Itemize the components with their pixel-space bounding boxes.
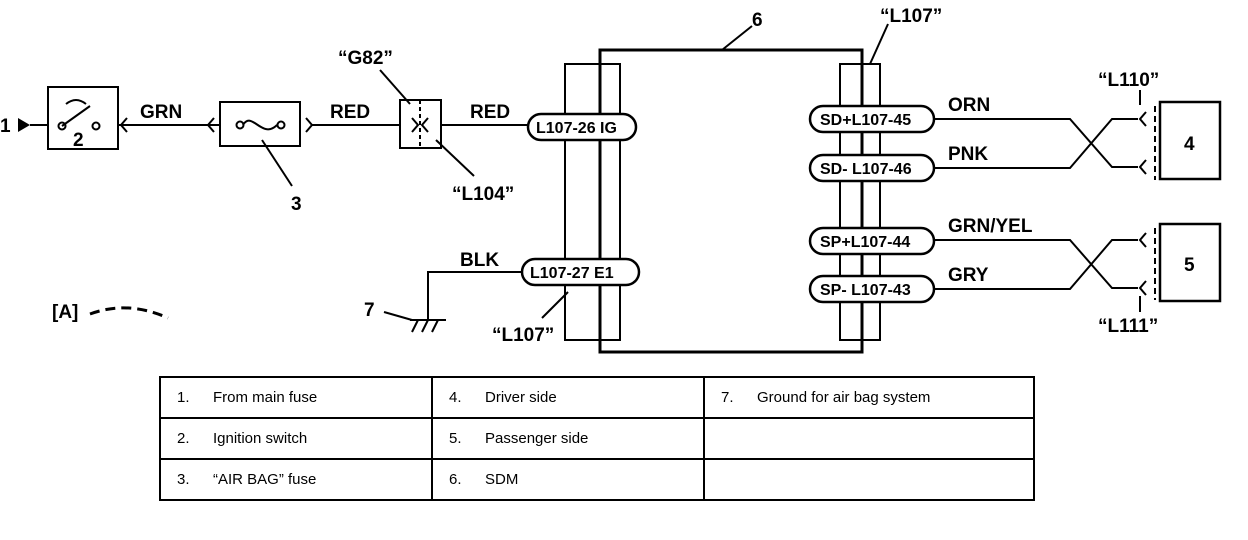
l111-chevron-bottom xyxy=(1138,280,1147,296)
legend-row: 3. “AIR BAG” fuse 6. SDM xyxy=(159,458,1035,501)
label-conn-l107-top: “L107” xyxy=(880,6,942,27)
airbag-fuse-box xyxy=(219,101,301,147)
wire-label-grn: GRN xyxy=(140,102,182,123)
switch-contact-right xyxy=(91,121,101,131)
wire-label-red-1: RED xyxy=(330,102,370,123)
legend-num: 3. xyxy=(177,471,190,488)
legend-cell: 4. Driver side xyxy=(431,376,705,419)
legend-row: 1. From main fuse 4. Driver side 7. Ground … xyxy=(159,376,1035,419)
legend-cell xyxy=(703,458,1035,501)
ignition-switch-box xyxy=(47,86,119,150)
pin-label-ig: L107-26 IG xyxy=(536,120,617,137)
wire-gry xyxy=(934,239,1138,290)
label-item-6: 6 xyxy=(752,10,763,31)
legend-cell: 6. SDM xyxy=(431,458,705,501)
leader-l107-top xyxy=(869,23,889,65)
wire-label-red-2: RED xyxy=(470,102,510,123)
passenger-side-box xyxy=(1158,222,1222,303)
legend-table: 1. From main fuse 4. Driver side 7. Ground … xyxy=(159,376,1035,501)
label-conn-l107-bottom: “L107” xyxy=(492,325,554,346)
main-fuse-arrow xyxy=(18,118,30,132)
fuse-terminal-right xyxy=(276,120,286,130)
leader-l107-bottom xyxy=(541,291,569,319)
wire-label-orn: ORN xyxy=(948,95,990,116)
label-conn-l110: “L110” xyxy=(1098,70,1159,91)
legend-num: 2. xyxy=(177,430,190,447)
label-item-3: 3 xyxy=(291,194,302,215)
legend-cell xyxy=(703,417,1035,460)
label-conn-l104: “L104” xyxy=(452,184,514,205)
l107-connector-left xyxy=(564,63,621,341)
pin-label-sp-plus: SP+L107-44 xyxy=(820,234,910,251)
sdm-box xyxy=(598,48,864,354)
label-item-2: 2 xyxy=(73,130,84,151)
leader-g82 xyxy=(379,69,411,105)
legend-cell: 5. Passenger side xyxy=(431,417,705,460)
l110-chevron-top xyxy=(1138,111,1147,127)
wire-blk xyxy=(427,271,522,320)
legend-cell: 3. “AIR BAG” fuse xyxy=(159,458,433,501)
legend-num: 5. xyxy=(449,430,462,447)
legend-cell: 2. Ignition switch xyxy=(159,417,433,460)
wire-label-grn-yel: GRN/YEL xyxy=(948,216,1033,237)
fuse-element xyxy=(242,119,278,131)
leader-l104 xyxy=(435,139,475,177)
fuse-terminal-left xyxy=(235,120,245,130)
driver-side-box xyxy=(1158,100,1222,181)
legend-row: 2. Ignition switch 5. Passenger side xyxy=(159,417,1035,460)
leader-item-6 xyxy=(721,25,753,51)
leader-item-7 xyxy=(383,311,413,321)
wire-label-gry: GRY xyxy=(948,265,989,286)
legend-text: Ignition switch xyxy=(213,430,308,447)
wire-pnk xyxy=(934,118,1138,169)
legend-text: SDM xyxy=(485,471,519,488)
ground-hatch-1 xyxy=(411,319,419,333)
pin-ig xyxy=(526,112,638,142)
legend-text: Passenger side xyxy=(485,430,589,447)
legend-num: 1. xyxy=(177,389,190,406)
wire-label-blk: BLK xyxy=(460,250,499,271)
l104-chevron xyxy=(420,117,429,133)
legend-num: 7. xyxy=(721,389,734,406)
view-a-indicator xyxy=(89,306,169,320)
label-item-5: 5 xyxy=(1184,255,1195,276)
legend-num: 6. xyxy=(449,471,462,488)
legend-text: “AIR BAG” fuse xyxy=(213,471,317,488)
label-view-a: [A] xyxy=(52,302,78,323)
label-conn-l111: “L111” xyxy=(1098,316,1158,337)
pin-label-sp-minus: SP- L107-43 xyxy=(820,282,911,299)
ground-hatch-2 xyxy=(421,319,429,333)
l110-chevron-bottom xyxy=(1138,159,1147,175)
g82-chevron xyxy=(411,117,420,133)
fuse-chevron-right xyxy=(305,117,314,133)
l107-connector-right xyxy=(839,63,881,341)
pin-label-sd-plus: SD+L107-45 xyxy=(820,112,911,129)
leader-item-3 xyxy=(261,139,293,187)
legend-text: From main fuse xyxy=(213,389,318,406)
label-item-7: 7 xyxy=(364,300,375,321)
fuse-chevron-left xyxy=(206,117,215,133)
l111-chevron-top xyxy=(1138,232,1147,248)
legend-text: Ground for air bag system xyxy=(757,389,931,406)
label-item-1: 1 xyxy=(0,116,11,137)
label-conn-g82: “G82” xyxy=(338,48,393,69)
legend-cell: 1. From main fuse xyxy=(159,376,433,419)
label-item-4: 4 xyxy=(1184,134,1195,155)
wire-label-pnk: PNK xyxy=(948,144,988,165)
switch-key-arc xyxy=(65,99,87,105)
pin-label-sd-minus: SD- L107-46 xyxy=(820,161,912,178)
ground-hatch-3 xyxy=(431,319,439,333)
legend-cell: 7. Ground for air bag system xyxy=(703,376,1035,419)
switch-blade xyxy=(61,105,91,127)
legend-num: 4. xyxy=(449,389,462,406)
legend-text: Driver side xyxy=(485,389,557,406)
pin-label-e1: L107-27 E1 xyxy=(530,265,614,282)
